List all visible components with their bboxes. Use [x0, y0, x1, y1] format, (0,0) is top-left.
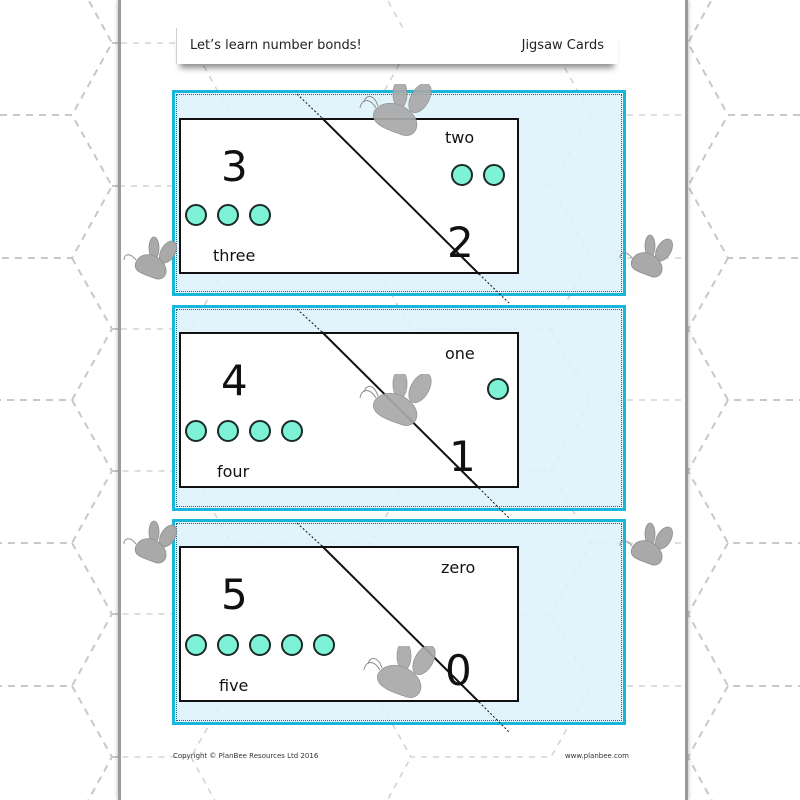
left-counters [185, 420, 303, 442]
left-word: five [219, 676, 249, 695]
bee-watermark-icon [359, 84, 432, 136]
right-number: 0 [445, 646, 472, 695]
jigsaw-card-2: 4 four one 1 [179, 332, 519, 488]
bee-watermark-icon [619, 522, 673, 566]
worksheet-subtitle: Jigsaw Cards [521, 38, 604, 53]
left-counters [185, 634, 335, 656]
bee-watermark-icon [363, 646, 436, 698]
right-word: one [445, 344, 475, 363]
counter-dot [249, 420, 271, 442]
counter-dot [487, 378, 509, 400]
left-counters [185, 204, 271, 226]
right-number: 1 [449, 432, 476, 481]
counter-dot [217, 204, 239, 226]
left-number: 5 [221, 570, 248, 619]
worksheet-title: Let’s learn number bonds! [190, 38, 362, 53]
bee-watermark-icon [359, 374, 432, 426]
counter-dot [217, 420, 239, 442]
bee-watermark-icon [619, 234, 673, 278]
counter-dot [281, 420, 303, 442]
counter-dot [185, 204, 207, 226]
left-word: three [213, 246, 256, 265]
left-number: 3 [221, 142, 248, 191]
counter-dot [451, 164, 473, 186]
counter-dot [483, 164, 505, 186]
counter-dot [249, 204, 271, 226]
left-word: four [217, 462, 250, 481]
counter-dot [217, 634, 239, 656]
right-number: 2 [447, 218, 474, 267]
worksheet-header: Let’s learn number bonds! Jigsaw Cards [176, 28, 618, 64]
counter-dot [185, 634, 207, 656]
right-word: zero [441, 558, 476, 577]
copyright-text: Copyright © PlanBee Resources Ltd 2016 [173, 752, 319, 760]
counter-dot [313, 634, 335, 656]
bee-watermark-icon [123, 520, 177, 564]
counter-dot [185, 420, 207, 442]
bee-watermark-icon [123, 236, 177, 280]
right-word: two [445, 128, 475, 147]
right-counters [487, 378, 509, 400]
website-text: www.planbee.com [564, 752, 629, 760]
right-counters [451, 164, 505, 186]
counter-dot [249, 634, 271, 656]
counter-dot [281, 634, 303, 656]
jigsaw-card-1: 3 three two 2 [179, 118, 519, 274]
jigsaw-card-3: 5 five zero 0 [179, 546, 519, 702]
left-number: 4 [221, 356, 248, 405]
